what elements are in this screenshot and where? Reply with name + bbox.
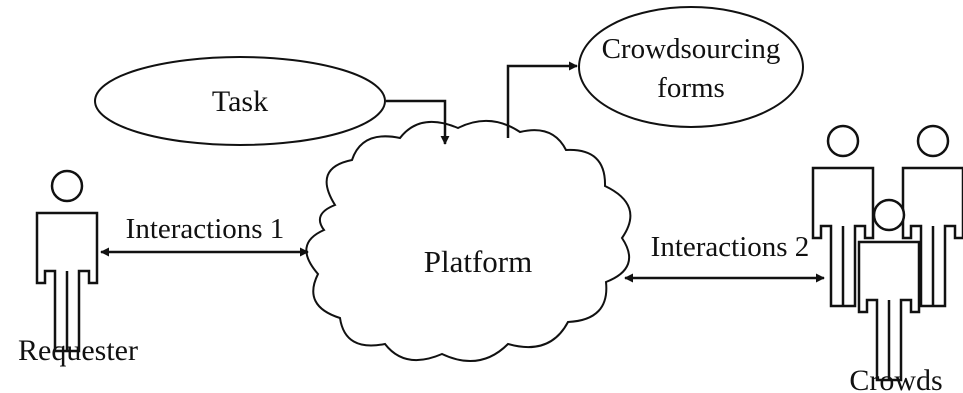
crowdsourcing-forms-node (578, 6, 804, 128)
crowds-label: Crowds (849, 364, 942, 393)
interactions-1-label: Interactions 1 (126, 213, 285, 245)
task-to-platform-arrow (386, 99, 450, 145)
requester-figure (35, 169, 99, 353)
crowdsourcing-forms-label-line1: Crowdsourcing (602, 33, 781, 65)
platform-label: Platform (424, 244, 533, 279)
crowdsourcing-forms-label-line2: forms (657, 72, 725, 104)
platform-to-forms-arrow (506, 61, 578, 138)
task-node (94, 56, 386, 146)
platform-cloud (305, 119, 632, 362)
interactions-2-label: Interactions 2 (651, 231, 810, 263)
requester-label: Requester (18, 334, 138, 367)
task-label: Task (212, 85, 268, 118)
